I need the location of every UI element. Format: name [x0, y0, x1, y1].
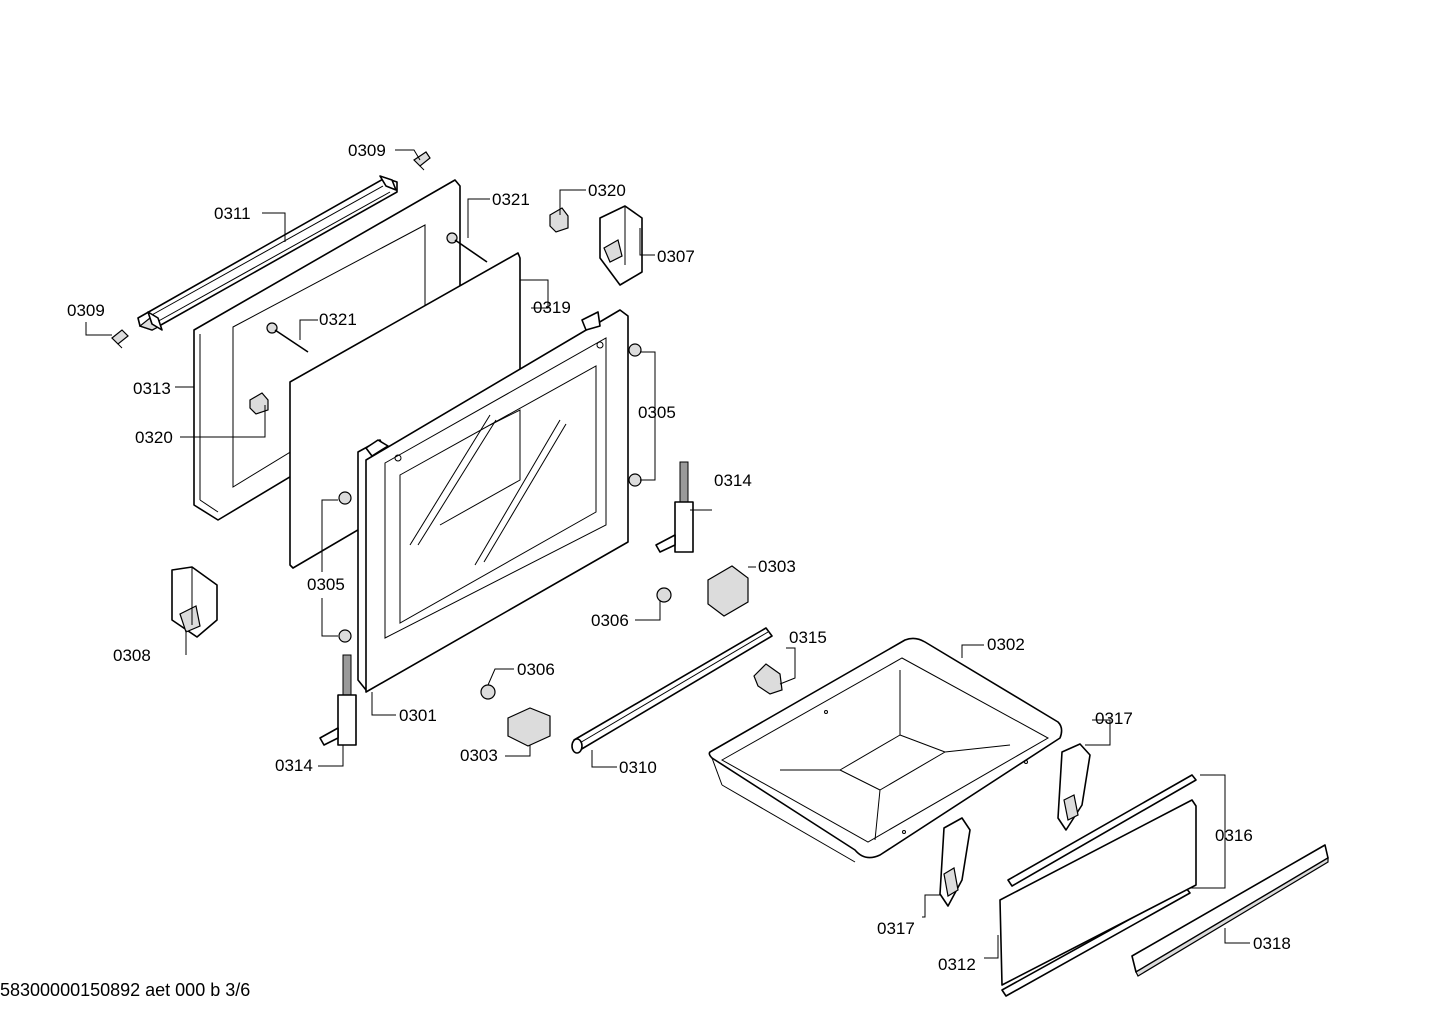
callout-0316: 0316: [1215, 826, 1253, 845]
part-0302-drawer-tray: [708, 637, 1063, 863]
callout-0301: 0301: [399, 706, 437, 725]
callout-0305-right: 0305: [638, 403, 676, 422]
callout-0317-upper: 0317: [1095, 709, 1133, 728]
callout-0314-right: 0314: [714, 471, 752, 490]
callout-0306-lower: 0306: [517, 660, 555, 679]
callout-0312: 0312: [938, 955, 976, 974]
callout-0308: 0308: [113, 646, 151, 665]
callout-0313: 0313: [133, 379, 171, 398]
callout-0302: 0302: [987, 635, 1025, 654]
part-0314-hinge-right: [655, 461, 694, 553]
part-0317-runner-upper: [1057, 743, 1091, 831]
callout-0310: 0310: [619, 758, 657, 777]
part-0301-outer-door: [357, 309, 629, 693]
part-0318-rail: [1131, 844, 1329, 977]
part-0312-panel: [999, 799, 1197, 986]
callout-0314-left: 0314: [275, 756, 313, 775]
callout-0303-upper: 0303: [758, 557, 796, 576]
part-0305-spacers: [338, 343, 642, 643]
callout-0311: 0311: [214, 204, 251, 223]
part-0310-handle-rod: [571, 627, 773, 754]
callout-0318: 0318: [1253, 934, 1291, 953]
part-0320-clip-upper: [549, 207, 569, 233]
callout-0307: 0307: [657, 247, 695, 266]
part-0309-screw-left: [111, 329, 129, 349]
callout-0317-lower: 0317: [877, 919, 915, 938]
callout-0315: 0315: [789, 628, 827, 647]
callout-0319: 0319: [533, 298, 571, 317]
callout-0320-upper: 0320: [588, 181, 626, 200]
part-0308-hinge-bracket: [171, 566, 218, 638]
part-0303-guide-upper: [707, 565, 749, 617]
part-0311-top-trim: [137, 175, 398, 331]
drawing-reference-code: 58300000150892 aet 000 b 3/6: [0, 980, 251, 1000]
part-0315-bracket: [753, 663, 783, 695]
part-0320-clip-lower: [249, 392, 269, 415]
callout-0309-top: 0309: [348, 141, 386, 160]
part-0307-hinge-bracket: [599, 205, 643, 286]
leader-lines: [85, 149, 1250, 959]
callout-0321-upper: 0321: [492, 190, 530, 209]
part-0303-guide-lower: [507, 707, 551, 747]
callout-0303-lower: 0303: [460, 746, 498, 765]
part-0314-hinge-left: [319, 654, 357, 746]
callout-0306-upper: 0306: [591, 611, 629, 630]
callout-0309-left: 0309: [67, 301, 105, 320]
part-0309-screw-top: [413, 151, 431, 171]
part-0317-runner-lower: [939, 817, 971, 907]
callout-labels: 0309 0311 0321 0320 0307 0309 0321 0319 …: [67, 141, 1291, 974]
part-0321-pin-upper: [446, 232, 488, 263]
callout-0320-lower: 0320: [135, 428, 173, 447]
callout-0305-left: 0305: [307, 575, 345, 594]
callout-0321-lower: 0321: [319, 310, 357, 329]
part-0321-pin-lower: [266, 322, 309, 353]
